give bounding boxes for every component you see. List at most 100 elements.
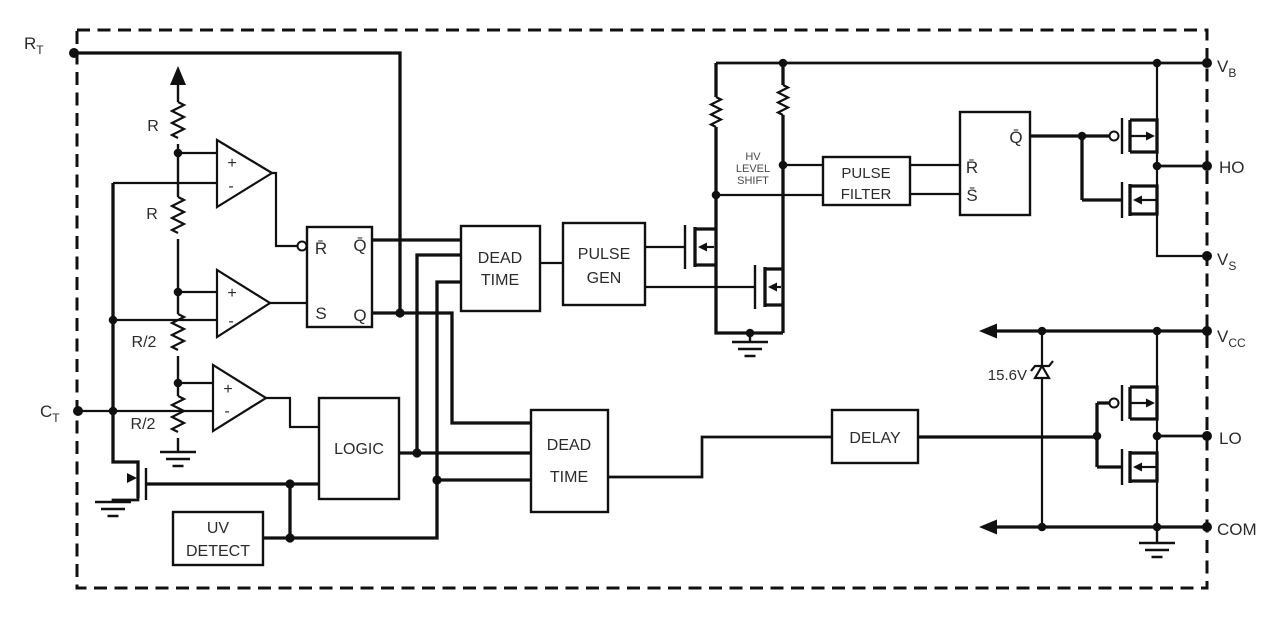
sr-latch-1: R̄ Q̄ S Q [296,225,374,329]
pin-com-label: COM [1217,520,1257,539]
junction-dots [108,58,1162,543]
nmos-ls2-stubs [765,267,783,307]
pins: RT CT VB HO VS VCC LO COM [24,34,1257,539]
nmos-ls1-arrow-icon [698,242,707,252]
junction-dot [285,533,295,543]
junction-dot [1037,326,1047,336]
pmos-ho [1108,118,1159,154]
wire-pulsefilter-outputs [910,163,960,196]
pin-vs-label: VS [1217,250,1236,273]
zener-cathode-bar-icon [1030,360,1054,372]
junction-dot [108,406,118,416]
junction-dot [1152,522,1162,532]
ground-icon-discharge [95,500,131,518]
uv-detect-block: UV DETECT [171,510,265,567]
wire-rt-q-net [74,51,531,425]
dead-time-1-label-1: DEAD [478,250,522,267]
junction-dot [1037,522,1047,532]
pin-com-dot [1202,522,1212,532]
wire-latch2-qbar [1030,134,1122,202]
junction-dot [1152,161,1162,171]
dead-time-2-block: DEAD TIME [529,408,610,514]
junction-dot [432,475,442,485]
pin-rt: RT [24,34,79,58]
junction-dot [173,378,183,388]
vcc-rail-arrow-icon [979,323,997,339]
pin-vs: VS [1202,250,1236,273]
junction-dot [1152,431,1162,441]
junction-dot [1092,431,1102,441]
junction-dot [711,190,721,200]
comparator-1-body [215,138,275,209]
sr-latch-2-body [958,110,1032,217]
resistor-levelshift-left-symbol [708,96,724,128]
resistor-r3-label: R/2 [132,334,157,351]
resistor-r4-label: R/2 [131,416,156,433]
logic-label: LOGIC [334,441,384,458]
junction-dot [1152,326,1162,336]
ground-icon-com [1139,527,1175,559]
wire-levelshift-verticals [714,63,785,335]
pin-ct-dot [73,406,83,416]
resistor-r1-symbol [169,101,187,139]
sr-latch-1-q-label: Q [353,306,366,325]
junction-dot [1077,131,1087,141]
comparator-2: + - [215,268,273,340]
pin-vb-dot [1202,58,1212,68]
pulse-filter-label-1: PULSE [841,165,890,182]
wire-comp3-output [266,396,319,429]
pulse-filter-label-2: FILTER [841,186,892,203]
pmos-lo [1108,385,1159,421]
pin-com: COM [1202,520,1257,539]
nmos-level-shift-1 [683,225,716,269]
pin-vb: VB [1202,57,1236,80]
nmos-ls1-stubs [695,227,716,267]
hv-level-shift-label-3: SHIFT [737,175,769,187]
pmos-ho-bracket [1130,118,1159,154]
wire-ho-drain-source [1155,63,1207,258]
pulse-gen-label-2: GEN [587,270,622,287]
pin-vcc: VCC [1202,326,1246,350]
pin-ho-label: HO [1219,158,1245,177]
pin-lo-dot [1202,431,1212,441]
dead-time-2-label-1: DEAD [547,437,591,454]
hv-level-shift-label-1: HV [745,151,761,163]
delay-body [830,408,920,465]
resistor-r2-symbol [169,196,187,234]
comparator-2-body [215,268,273,340]
pin-ct-label: CT [40,402,60,425]
pulse-gen-block: PULSE GEN [561,221,647,307]
pin-vcc-dot [1202,326,1212,336]
wire-uv-net [263,280,531,540]
logic-block: LOGIC [317,396,401,501]
uv-detect-label-2: DETECT [186,543,250,560]
zener-triangle-icon [1033,363,1051,380]
delay-block: DELAY [830,408,920,465]
dead-time-1-body [459,224,542,313]
pulse-filter-body [821,155,912,207]
sr-latch-1-rbar-label: R̄ [315,239,327,258]
supply-arrow-icon [170,66,186,85]
nmos-lo [1120,449,1159,485]
junction-dot [1152,58,1162,68]
comparator-1-plus: + [227,155,236,172]
dead-time-1-block: DEAD TIME [459,224,542,313]
comparator-2-minus: - [228,313,233,330]
logic-body [317,396,401,501]
junction-dot [412,448,422,458]
dead-time-1-label-2: TIME [481,272,519,289]
comparator-1-minus: - [228,178,233,195]
pin-ho-dot [1202,161,1212,171]
nmos-ls2-arrow-icon [768,282,777,292]
inverting-bubble-icon [296,240,308,252]
comparator-3-body [211,363,269,433]
ground-icon-divider [160,450,196,468]
ic-boundary-outline [75,28,1209,590]
pin-vs-dot [1202,251,1212,261]
nmos-ho [1120,182,1159,218]
resistor-r3-symbol [169,313,187,351]
nmos-level-shift-2 [753,265,783,309]
dead-time-2-label-2: TIME [550,469,588,486]
wire-pulsegen-outputs [645,245,755,289]
